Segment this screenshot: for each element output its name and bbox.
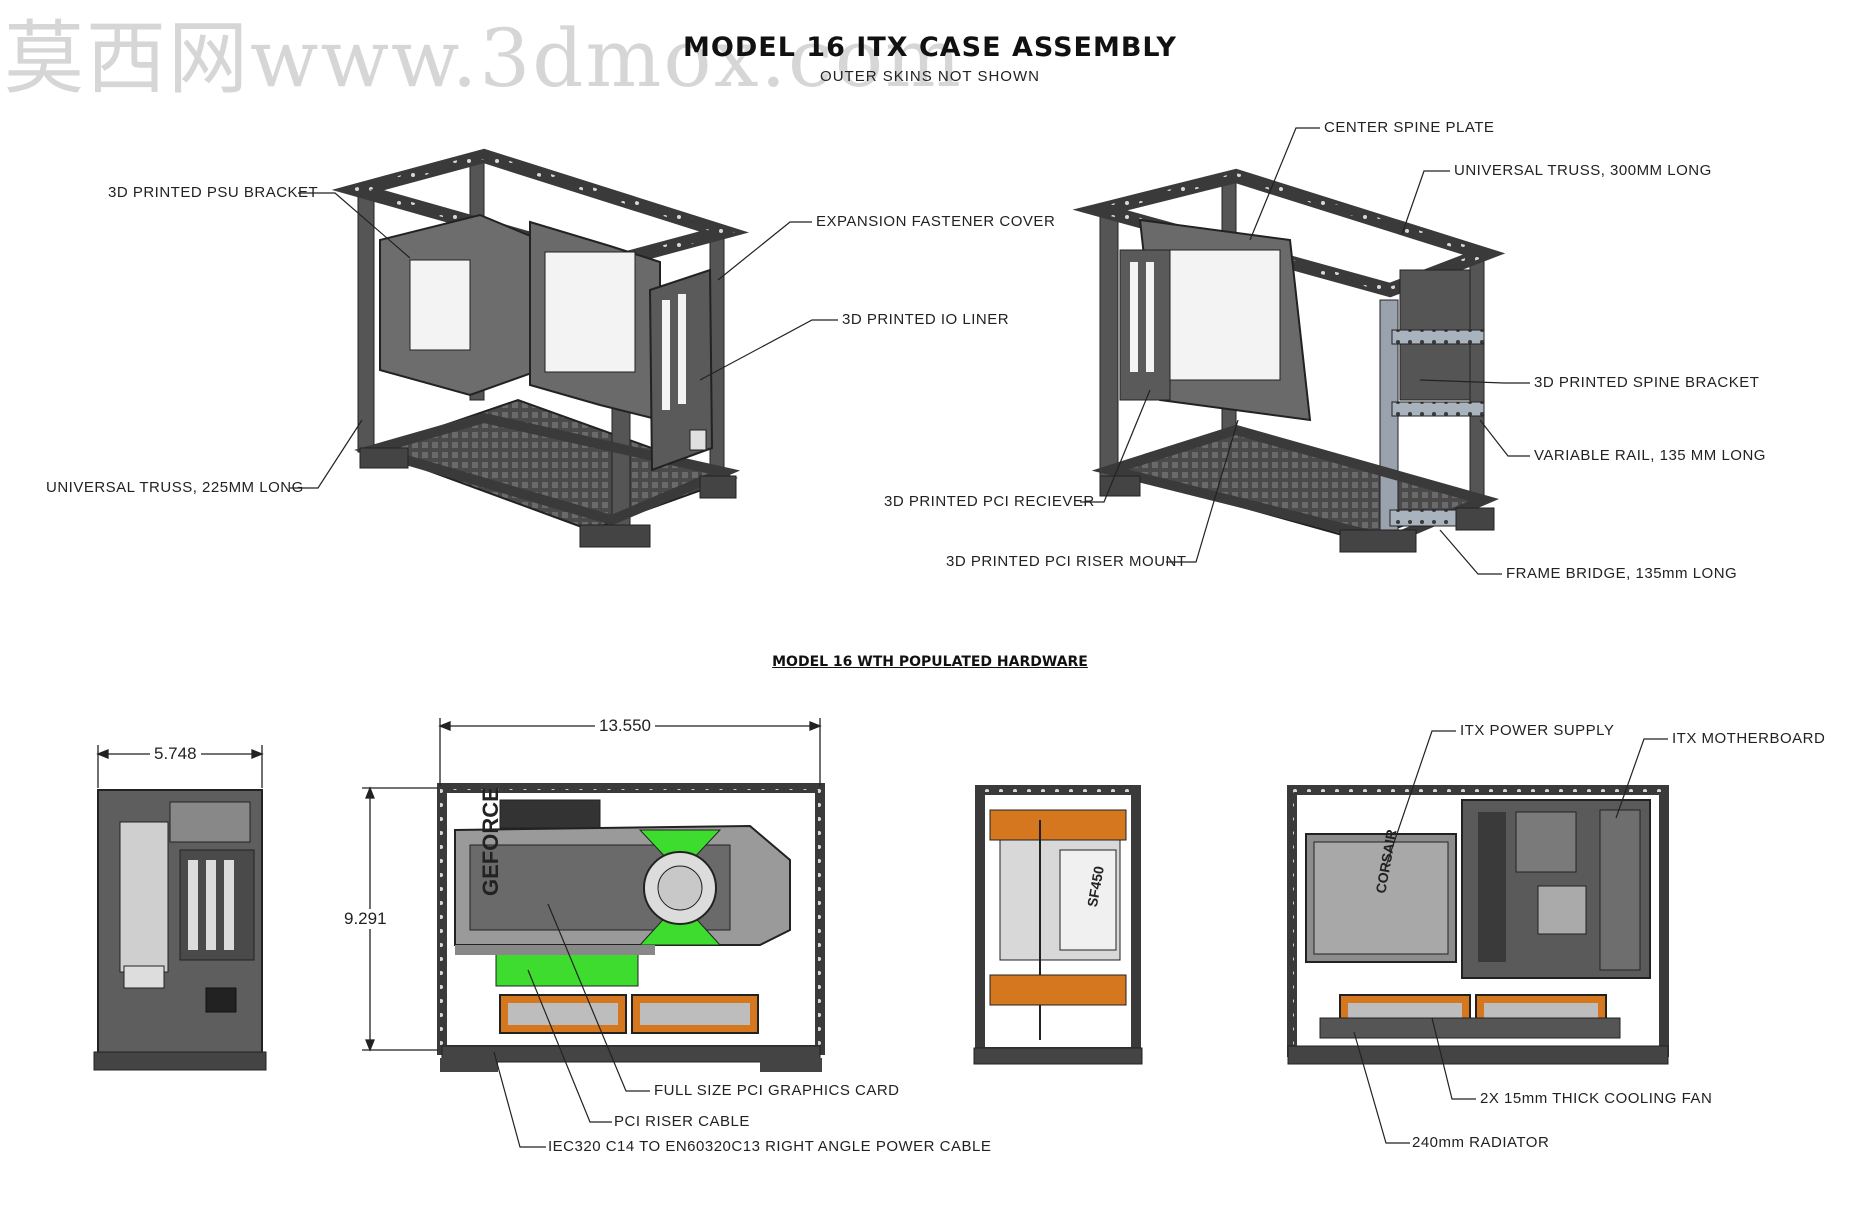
dimension-width-value: 5.748 [150,744,201,764]
iso-left-post [357,189,375,453]
callout-radiator: 240mm RADIATOR [1412,1134,1550,1151]
iso-left-foot [579,524,651,548]
dimension-length-value: 13.550 [595,716,655,736]
page-subtitle: OUTER SKINS NOT SHOWN [820,68,1040,85]
callout-riser-cable: PCI RISER CABLE [614,1113,750,1130]
callout-frame-bridge: FRAME BRIDGE, 135mm LONG [1506,565,1738,582]
leader-lines [290,127,1668,1148]
iso-frame-left [331,148,749,548]
side-view-gpu [437,783,825,1072]
section-title: MODEL 16 WTH POPULATED HARDWARE [772,654,1088,670]
dimension-height-value: 9.291 [340,909,391,929]
front-view [93,789,267,1071]
iso-left-foot [699,475,737,499]
watermark: 莫西网www.3dmox.com [4,12,963,105]
iso-right-post [1469,253,1485,505]
rear-view [973,785,1143,1065]
iso-right-variable-rail [1391,329,1485,345]
callout-pci-receiver: 3D PRINTED PCI RECIEVER [884,493,1095,510]
iso-left-bottom-rail [353,412,741,526]
gpu-brand-label: GEFORCE [478,787,503,896]
iso-right-foot [1455,507,1495,531]
psu-model-label: SF450 [1084,865,1107,909]
callout-truss-300: UNIVERSAL TRUSS, 300MM LONG [1454,162,1712,179]
callout-truss-225: UNIVERSAL TRUSS, 225MM LONG [46,479,304,496]
callout-itx-mobo: ITX MOTHERBOARD [1672,730,1826,747]
callout-center-spine: CENTER SPINE PLATE [1324,119,1495,136]
side-view-mobo [1287,785,1669,1065]
iso-frame-right [1072,168,1506,553]
callout-gpu: FULL SIZE PCI GRAPHICS CARD [654,1082,900,1099]
callout-spine-bracket: 3D PRINTED SPINE BRACKET [1534,374,1760,391]
callout-riser-mount: 3D PRINTED PCI RISER MOUNT [946,553,1187,570]
callout-power-cable: IEC320 C14 TO EN60320C13 RIGHT ANGLE POW… [548,1138,992,1155]
radiator [1319,1017,1621,1039]
iso-right-pci-receiver [1119,249,1171,401]
callout-expansion-cover: EXPANSION FASTENER COVER [816,213,1056,230]
iso-right-bottom-rail [1091,424,1500,546]
front-power-inlet [205,987,237,1013]
page-title: MODEL 16 ITX CASE ASSEMBLY [683,32,1177,63]
callout-psu-bracket: 3D PRINTED PSU BRACKET [108,184,319,201]
iso-right-post [1099,209,1119,481]
callout-itx-psu: ITX POWER SUPPLY [1460,722,1615,739]
callout-io-liner: 3D PRINTED IO LINER [842,311,1010,328]
iso-right-foot [1339,529,1417,553]
callout-cooling-fan: 2X 15mm THICK COOLING FAN [1480,1090,1713,1107]
iso-right-foot [1099,475,1141,497]
callout-variable-rail: VARIABLE RAIL, 135 MM LONG [1534,447,1766,464]
iso-left-foot [359,447,409,469]
